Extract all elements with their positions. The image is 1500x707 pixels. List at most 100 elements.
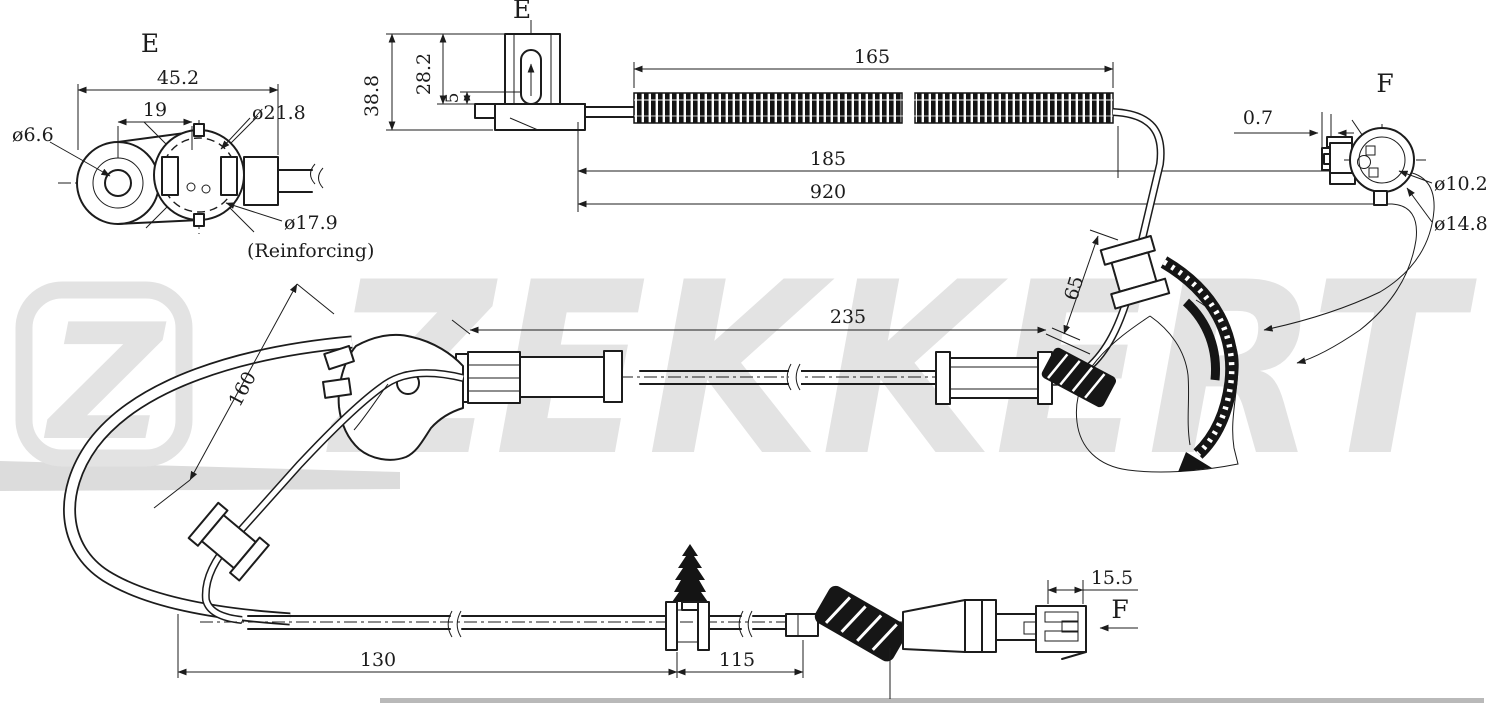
dim-160: 160 — [224, 368, 260, 410]
connector-profile-latch-inner — [1323, 153, 1331, 165]
ring-slot-right — [220, 156, 238, 196]
middle-cable-run: 235 — [451, 306, 1117, 408]
break-symbol-bottom-1 — [447, 610, 462, 638]
corrugated-tube-right — [914, 92, 1114, 124]
connector-neck — [995, 613, 1037, 641]
dim-14-8: ø14.8 — [1434, 213, 1488, 235]
leader-10-2 — [1398, 170, 1433, 184]
tab-top — [193, 123, 205, 137]
note-reinforcing: (Reinforcing) — [247, 240, 374, 262]
view-f-connector-face: F 0.7 ø10.2 ø14.8 — [1234, 69, 1488, 235]
leader-6-6 — [49, 141, 111, 177]
break-symbol-bottom-2 — [738, 610, 753, 638]
view-side-sensor-head: E 38.8 28.2 5 — [361, 0, 635, 131]
right-boot-cylinder — [949, 357, 1041, 399]
boot-ring-2 — [981, 599, 997, 653]
clip-plate-right — [697, 601, 710, 651]
bracket-tab-1 — [323, 344, 355, 371]
dim-line-920 — [577, 200, 1417, 364]
cap-body — [243, 156, 279, 206]
connector-outer-circle — [1349, 127, 1415, 193]
dim-line-65 — [1063, 235, 1099, 335]
connector-nub — [1023, 621, 1037, 635]
fastener-stem — [681, 601, 699, 611]
corrugated-tube-left — [633, 92, 903, 124]
bottom-cable-run: 15.5 F 130 115 — [177, 544, 1138, 699]
ext-160-bottom — [153, 479, 191, 509]
view-e-arrow-label: E — [513, 0, 531, 24]
left-loop-section: 160 — [63, 283, 464, 626]
left-sleeve-cylinder — [519, 356, 605, 398]
inline-fitting — [785, 613, 819, 637]
connector-profile-bottom — [1329, 172, 1356, 185]
leader-21-8 — [220, 117, 251, 150]
ext-65-top — [1089, 229, 1119, 241]
pin-hole-2 — [201, 184, 211, 194]
watermark-logo-letter: Z — [43, 289, 167, 476]
dim-235: 235 — [830, 306, 866, 328]
break-symbol-stub — [310, 163, 324, 189]
ext-235-left — [451, 319, 471, 335]
dim-10-2: ø10.2 — [1434, 173, 1488, 195]
foot-chamfer — [509, 117, 539, 131]
view-e-front: E 45.2 19 ø21.8 ø6.6 — [12, 29, 374, 262]
ext-160-top — [296, 283, 335, 315]
body-bottom-edge — [117, 219, 201, 225]
mount-bracket-inner — [1149, 315, 1191, 446]
dim-28-2: 28.2 — [413, 53, 435, 95]
pin-square-1 — [1365, 145, 1376, 156]
dim-6-6: ø6.6 — [12, 124, 54, 146]
left-sleeve-flange — [603, 350, 623, 403]
connector-chamfer — [1061, 651, 1087, 660]
rubber-grip — [814, 585, 908, 662]
dim-38-8: 38.8 — [361, 75, 383, 117]
dim-130: 130 — [360, 649, 396, 671]
dim-920: 920 — [810, 181, 846, 203]
fir-tree-fastener — [672, 544, 708, 602]
leader-14-8 — [1406, 187, 1433, 223]
right-grommet — [1041, 347, 1117, 408]
watermark: Z ZEKKERT — [0, 232, 1484, 703]
rubber-strap-2 — [1182, 298, 1221, 381]
break-symbol-middle — [786, 363, 801, 391]
corrugated-tube-section: 165 185 920 — [577, 46, 1435, 364]
dim-line-160 — [189, 283, 298, 481]
pin-hole-1 — [186, 182, 196, 192]
upper-clamp-bracket — [1099, 234, 1171, 310]
diagonal-cable-inner — [203, 370, 464, 623]
dim-17-9: ø17.9 — [284, 212, 338, 234]
dim-115: 115 — [719, 649, 755, 671]
strap-tip — [1178, 452, 1212, 472]
bracket-tab-2 — [322, 377, 352, 399]
left-bracket-plate — [337, 333, 464, 461]
ext-235-right — [1045, 333, 1091, 355]
pin-square-2 — [1368, 167, 1379, 178]
clip-plate-left — [665, 601, 678, 651]
mount-hole — [104, 169, 132, 197]
leader-17-9 — [225, 202, 283, 222]
dim-5: 5 — [443, 93, 463, 104]
watermark-underline — [380, 698, 1484, 703]
view-f-arrow-label: F — [1111, 595, 1128, 624]
dim-45-2: 45.2 — [157, 67, 199, 89]
connector-tab-bottom — [1373, 190, 1388, 206]
dim-0-7: 0.7 — [1243, 107, 1273, 129]
connector-inner-circle — [1358, 136, 1406, 184]
boot-ring-1 — [964, 599, 983, 653]
ring-slot-left — [161, 156, 179, 196]
connector-slot-center — [1061, 620, 1079, 633]
dim-185: 185 — [810, 148, 846, 170]
pin-round — [1357, 155, 1371, 169]
tab-bottom — [193, 213, 205, 227]
right-boot-flange-l — [935, 351, 951, 405]
dim-21-8: ø21.8 — [252, 102, 306, 124]
diagonal-clamp — [187, 501, 270, 582]
break-gap-middle — [789, 365, 801, 390]
dim-19: 19 — [143, 99, 167, 121]
sensor-foot-body — [494, 103, 586, 131]
bracket-slot-line — [353, 383, 389, 431]
view-e-label: E — [141, 29, 159, 58]
rubber-strap-hatch — [1162, 259, 1235, 457]
